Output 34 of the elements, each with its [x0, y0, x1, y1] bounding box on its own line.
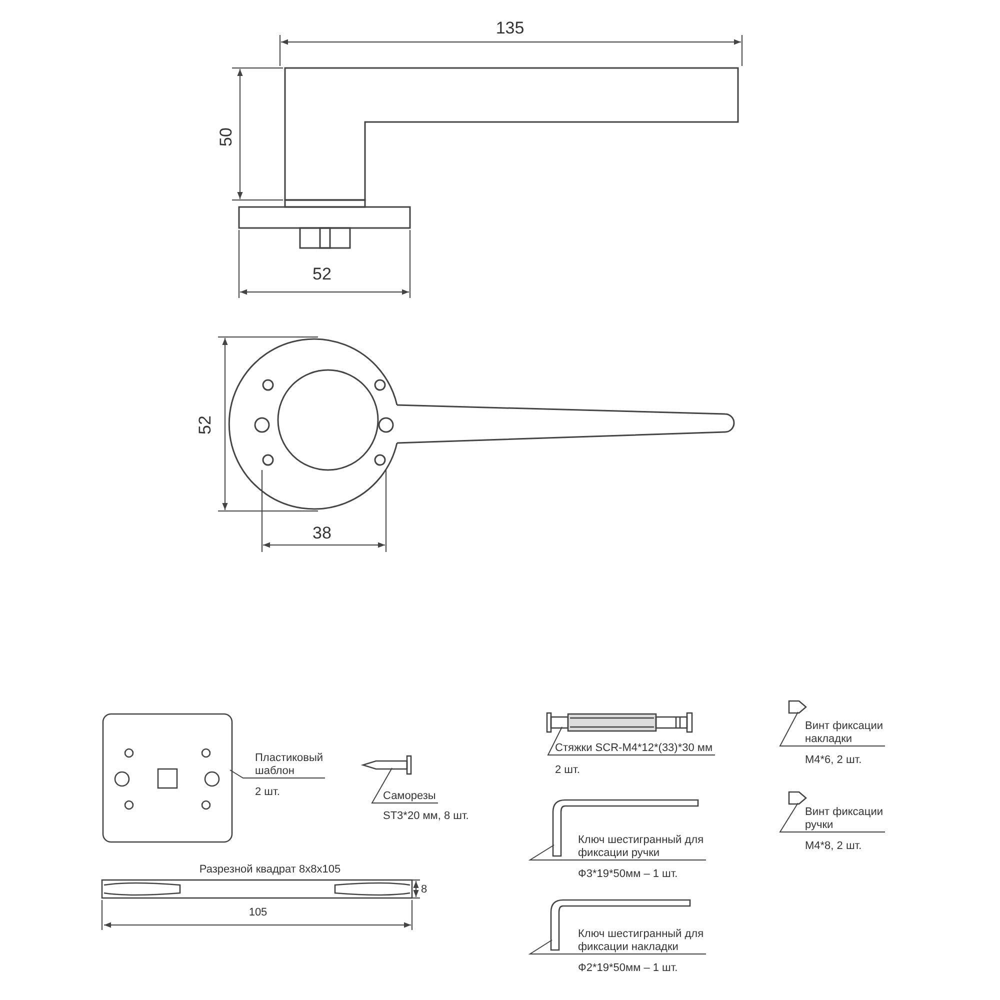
- dimension-value: 52: [196, 416, 214, 434]
- leader-line: [371, 768, 438, 804]
- connecting-bolt-drawing: [546, 712, 693, 733]
- mounting-template-drawing: [102, 713, 233, 843]
- leader-line: [779, 712, 886, 746]
- part-name: Ключ шестигранный для фиксации накладки: [578, 928, 705, 954]
- quantity-spec: Ф3*19*50мм – 1 шт.: [578, 868, 679, 881]
- quantity-spec: 2 шт.: [555, 764, 581, 777]
- leader-line: [779, 802, 886, 832]
- leader-line: [528, 940, 706, 954]
- leader-line: [230, 770, 326, 778]
- part-name: Пластиковый шаблон: [255, 752, 324, 778]
- leader-line: [547, 726, 716, 756]
- part-name: Стяжки SCR-M4*12*(33)*30 мм: [555, 742, 714, 755]
- set-screw-drawing: [786, 790, 808, 806]
- dimension-value: 135: [496, 20, 524, 36]
- dimension-value: 8: [420, 884, 428, 896]
- quantity-spec: M4*8, 2 шт.: [805, 840, 863, 853]
- dimension-value: 50: [218, 128, 234, 146]
- quantity-spec: ST3*20 мм, 8 шт.: [383, 810, 470, 823]
- quantity-spec: 2 шт.: [255, 786, 281, 799]
- dimension-value: 105: [248, 908, 268, 918]
- leader-line: [528, 844, 706, 860]
- quantity-spec: M4*6, 2 шт.: [805, 754, 863, 767]
- quantity-spec: Ф2*19*50мм – 1 шт.: [578, 962, 679, 975]
- part-name: Саморезы: [383, 790, 437, 803]
- part-name: Винт фиксации накладки: [805, 720, 884, 746]
- dimension-value: 52: [312, 266, 332, 282]
- part-caption: Разрезной квадрат 8х8х105: [199, 864, 341, 876]
- part-name: Винт фиксации ручки: [805, 806, 884, 832]
- set-screw-drawing: [786, 699, 808, 715]
- part-name: Ключ шестигранный для фиксации ручки: [578, 834, 705, 860]
- self-tapping-screw-drawing: [362, 755, 412, 775]
- dimension-value: 38: [312, 524, 332, 542]
